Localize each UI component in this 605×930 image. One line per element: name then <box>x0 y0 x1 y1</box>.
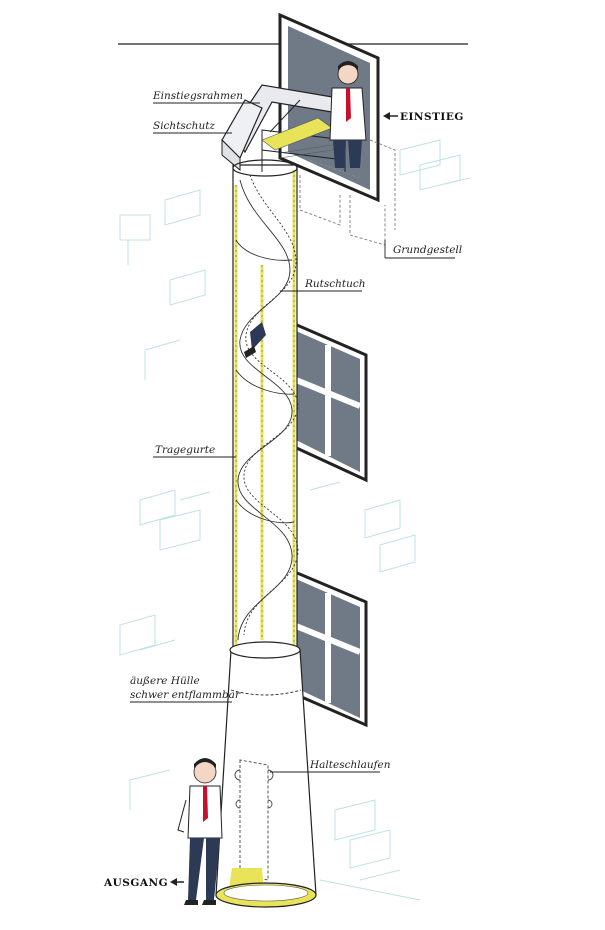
entry-arrow-icon <box>383 112 398 120</box>
entry-person-icon <box>329 61 367 168</box>
exit-arrow-icon <box>170 878 184 886</box>
sliding-person-icon <box>244 322 266 358</box>
label-aeussere-huelle: äußere Hülle <box>130 675 200 687</box>
spiral-slide-cloth <box>235 174 299 641</box>
label-sichtschutz: Sichtschutz <box>153 120 215 132</box>
middle-window <box>288 319 368 483</box>
holding-loops <box>234 769 274 809</box>
label-schwer-entflammbar: schwer entflammbar <box>130 689 241 701</box>
label-einstiegsrahmen: Einstiegsrahmen <box>152 90 243 102</box>
label-rutschtuch: Rutschtuch <box>304 278 366 290</box>
base-frame <box>299 139 396 246</box>
label-einstieg: EINSTIEG <box>400 111 464 123</box>
chute-tube <box>232 164 299 651</box>
label-halteschlaufen: Halteschlaufen <box>309 759 391 771</box>
leader-lines <box>130 102 455 773</box>
label-ausgang: AUSGANG <box>103 877 168 889</box>
label-grundgestell: Grundgestell <box>393 244 462 256</box>
label-tragegurte: Tragegurte <box>155 444 215 456</box>
entry-frame <box>221 84 351 177</box>
wall-sketches <box>119 139 471 901</box>
exit-person-icon <box>177 758 223 905</box>
outer-shell <box>215 641 317 908</box>
